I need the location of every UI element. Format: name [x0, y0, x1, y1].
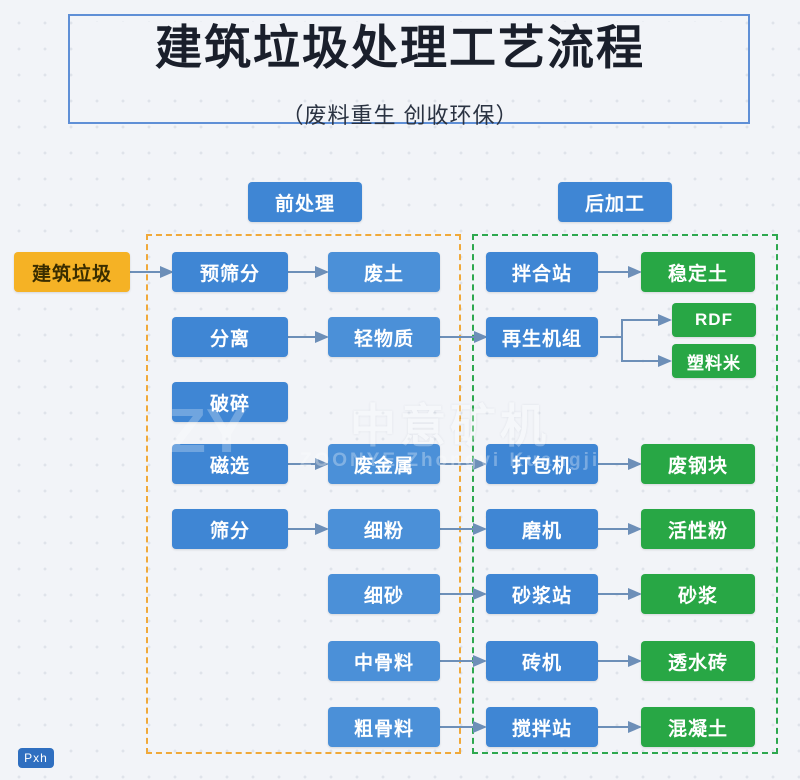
node-stage2-2[interactable]: 废金属: [328, 444, 440, 484]
node-stage1-1[interactable]: 分离: [172, 317, 288, 357]
node-stage2-0[interactable]: 废土: [328, 252, 440, 292]
node-stage3-6[interactable]: 搅拌站: [486, 707, 598, 747]
node-stage3-2[interactable]: 打包机: [486, 444, 598, 484]
section-header-post: 后加工: [558, 182, 672, 222]
title-frame-mask: [88, 22, 728, 78]
node-stage3-4[interactable]: 砂浆站: [486, 574, 598, 614]
node-output-2[interactable]: 塑料米: [672, 344, 756, 378]
node-stage1-0[interactable]: 预筛分: [172, 252, 288, 292]
node-stage2-4[interactable]: 细砂: [328, 574, 440, 614]
node-stage2-1[interactable]: 轻物质: [328, 317, 440, 357]
node-output-4[interactable]: 活性粉: [641, 509, 755, 549]
node-output-1[interactable]: RDF: [672, 303, 756, 337]
group-box-pre-treatment: [146, 234, 461, 754]
node-stage2-5[interactable]: 中骨料: [328, 641, 440, 681]
node-output-3[interactable]: 废钢块: [641, 444, 755, 484]
node-output-0[interactable]: 稳定土: [641, 252, 755, 292]
node-stage3-3[interactable]: 磨机: [486, 509, 598, 549]
node-stage2-6[interactable]: 粗骨料: [328, 707, 440, 747]
group-box-post-process: [472, 234, 778, 754]
section-header-pre: 前处理: [248, 182, 362, 222]
node-input-construction-waste[interactable]: 建筑垃圾: [14, 252, 130, 292]
node-stage1-3[interactable]: 磁选: [172, 444, 288, 484]
node-stage1-2[interactable]: 破碎: [172, 382, 288, 422]
node-stage3-0[interactable]: 拌合站: [486, 252, 598, 292]
page-subtitle: （废料重生 创收环保）: [281, 103, 519, 128]
node-output-7[interactable]: 混凝土: [641, 707, 755, 747]
page-title: 建筑垃圾处理工艺流程: [155, 21, 645, 74]
node-output-6[interactable]: 透水砖: [641, 641, 755, 681]
node-stage1-4[interactable]: 筛分: [172, 509, 288, 549]
title-frame: [68, 14, 750, 124]
node-output-5[interactable]: 砂浆: [641, 574, 755, 614]
node-stage2-3[interactable]: 细粉: [328, 509, 440, 549]
node-stage3-5[interactable]: 砖机: [486, 641, 598, 681]
node-stage3-1[interactable]: 再生机组: [486, 317, 598, 357]
corner-badge: Pxh: [18, 748, 54, 768]
